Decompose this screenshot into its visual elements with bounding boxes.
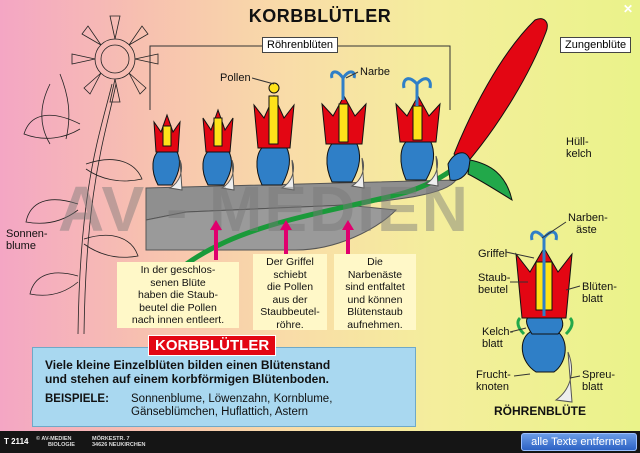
info-text: Viele kleine Einzelblüten bilden einen B… (45, 358, 331, 386)
label-griffel: Griffel (478, 248, 508, 260)
label-staubbeutel: Staub- beutel (478, 272, 511, 296)
info-box: KORBBLÜTLER Viele kleine Einzelblüten bi… (32, 335, 416, 427)
caption-stigma-open: Die Narbenäste sind entfaltet und können… (334, 254, 416, 331)
detail-pointer-lines (505, 221, 581, 379)
label-narbenaeste: Narben- äste (568, 212, 608, 236)
label-spreublatt: Spreu- blatt (582, 369, 616, 393)
label-fruchtknoten: Frucht- knoten (476, 369, 511, 393)
caption-style-pushes-pollen: Der Griffel schiebt die Pollen aus der S… (253, 254, 327, 331)
label-zungenbluete: Zungenblüte (560, 37, 632, 53)
label-sonnenblume: Sonnen- blume (6, 228, 48, 252)
label-bluetenblatt: Blüten- blatt (582, 281, 617, 305)
zungenbluete-drawing (447, 18, 548, 202)
floret-stages (152, 70, 441, 191)
footer-code: T 2114 (4, 437, 29, 446)
page-title: KORBBLÜTLER (248, 6, 392, 26)
footer-copyright: © AV-MEDIEN BIOLOGIE (36, 436, 75, 448)
label-huellkelch: Hüll- kelch (566, 136, 592, 160)
label-narbe: Narbe (360, 66, 390, 78)
info-title: KORBBLÜTLER (148, 335, 277, 356)
watermark: AV - MEDIEN (58, 173, 470, 245)
remove-all-texts-button[interactable]: alle Texte entfernen (521, 433, 637, 451)
pointer-lines (252, 71, 359, 85)
close-icon[interactable]: ✕ (622, 2, 634, 16)
footer-address: MÖRKESTR. 7 34626 NEUKIRCHEN (92, 436, 146, 448)
caption-closed-floret: In der geschlos- senen Blüte haben die S… (117, 262, 239, 328)
beispiele-label: BEISPIELE: (45, 393, 109, 405)
label-kelchblatt: Kelch- blatt (482, 326, 514, 350)
beispiele-list: Sonnenblume, Löwenzahn, Kornblume, Gänse… (131, 393, 333, 418)
label-roehrenblueten: Röhrenblüten (262, 37, 339, 53)
roehrenbluete-detail (515, 230, 574, 403)
sunflower-drawing (23, 15, 159, 334)
arrows (210, 220, 354, 260)
footer-bar (0, 431, 640, 453)
label-roehrenbluete-title: RÖHRENBLÜTE (494, 404, 586, 418)
label-pollen: Pollen (220, 72, 251, 84)
